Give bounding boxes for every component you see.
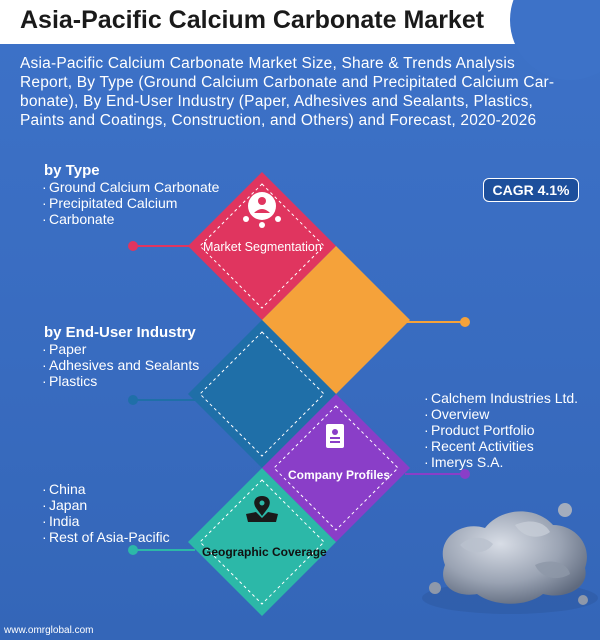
page-title: Asia-Pacific Calcium Carbonate Market [20,6,485,34]
industry-diamond-border [199,331,325,457]
report-subtitle: Asia-Pacific Calcium Carbonate Market Si… [20,54,585,130]
list-item: India [42,513,170,529]
orange-connector-dot [460,317,470,327]
geographic-diamond [188,468,336,616]
list-item: Recent Activities [424,438,578,454]
by-type-list: Ground Calcium Carbonate Precipitated Ca… [42,179,219,227]
list-item: Adhesives and Sealants [42,357,199,373]
company-diamond-border [273,405,399,531]
list-item: China [42,481,170,497]
segmentation-diamond-border [199,183,325,309]
list-item: Ground Calcium Carbonate [42,179,219,195]
geographic-connector-dot [128,545,138,555]
subtitle-line: bonate), By End-User Industry (Paper, Ad… [20,93,534,110]
list-item: Calchem Industries Ltd. [424,390,578,406]
map-pin-icon [246,496,278,522]
list-item: Carbonate [42,211,219,227]
company-profiles-label: Company Profiles [288,468,391,482]
list-item: Imerys S.A. [424,454,578,470]
by-industry-list: Paper Adhesives and Sealants Plastics [42,341,199,389]
list-item: Paper [42,341,199,357]
subtitle-line: Report, By Type (Ground Calcium Carbonat… [20,74,555,91]
people-network-icon [243,192,281,228]
geographic-coverage-label: Geographic Coverage [202,545,327,559]
region-list: China Japan India Rest of Asia-Pacific [42,481,170,545]
company-list: Calchem Industries Ltd. Overview Product… [424,390,578,470]
list-item: Plastics [42,373,199,389]
calcium-carbonate-rocks-image [422,503,598,614]
by-industry-title: by End-User Industry [44,324,196,341]
list-item: Overview [424,406,578,422]
segmentation-label: Market Segmentation [203,240,322,254]
industry-connector-dot [128,395,138,405]
company-profile-icon [326,424,344,448]
segmentation-connector-dot [128,241,138,251]
subtitle-line: Paints and Coatings, Construction, and O… [20,112,537,129]
list-item: Rest of Asia-Pacific [42,529,170,545]
list-item: Product Portfolio [424,422,578,438]
list-item: Precipitated Calcium [42,195,219,211]
geographic-diamond-border [199,479,325,605]
list-item-continuation: Carbonate [49,211,115,227]
by-type-title: by Type [44,162,100,179]
company-connector-dot [460,469,470,479]
list-item: Japan [42,497,170,513]
cagr-badge: CAGR 4.1% [483,178,579,202]
footer-url: www.omrglobal.com [4,625,94,636]
subtitle-line: Asia-Pacific Calcium Carbonate Market Si… [20,55,515,72]
title-bar: Asia-Pacific Calcium Carbonate Market [0,0,600,44]
